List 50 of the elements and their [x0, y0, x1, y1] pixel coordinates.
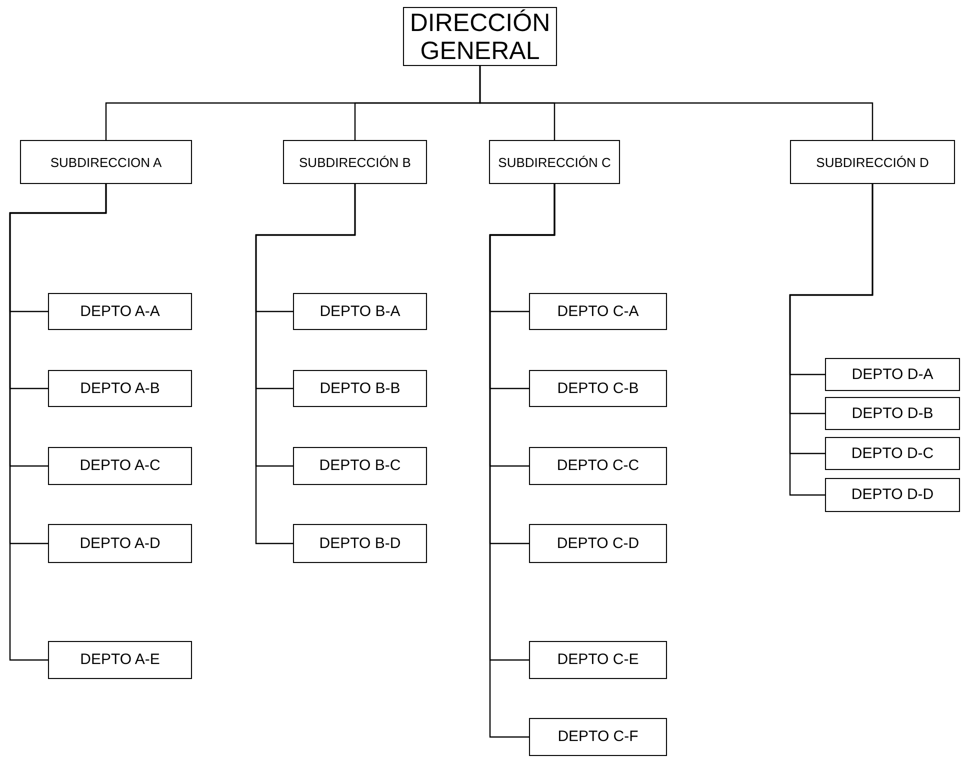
connector-line: [9, 184, 107, 661]
org-box: [790, 140, 955, 184]
org-box: [489, 140, 620, 184]
box-label: SUBDIRECCIÓN D: [816, 154, 929, 170]
box-label: DEPTO A-D: [80, 534, 160, 552]
box-label: DEPTO C-D: [556, 534, 640, 552]
box-label: SUBDIRECCIÓN B: [299, 154, 411, 170]
box-label: DEPTO D-D: [851, 486, 934, 504]
box-label: DEPTO B-C: [319, 457, 401, 475]
box-label: DEPTO A-A: [80, 302, 160, 320]
connector-line: [479, 66, 874, 140]
department-box: [825, 478, 960, 512]
box-label: DEPTO D-B: [852, 404, 934, 422]
box-label: DEPTO C-C: [556, 457, 640, 475]
box-label: DEPTO B-A: [320, 302, 400, 320]
box-label: DEPTO C-B: [557, 380, 639, 398]
box-label: DEPTO C-F: [558, 728, 638, 746]
department-box: [529, 641, 667, 679]
box-label: DEPTO A-B: [80, 380, 160, 398]
department-box: [48, 370, 192, 407]
department-box: [293, 447, 427, 485]
connector-line: [255, 184, 356, 544]
department-box: [529, 370, 667, 407]
department-box: [529, 524, 667, 563]
department-box: [825, 437, 960, 470]
department-box: [293, 524, 427, 563]
org-box: [283, 140, 427, 184]
box-label: SUBDIRECCION A: [50, 154, 162, 170]
department-box: [825, 358, 960, 391]
box-label: DEPTO C-E: [557, 651, 639, 669]
department-box: [529, 447, 667, 485]
department-box: [825, 397, 960, 430]
box-label: DEPTO C-A: [557, 302, 639, 320]
box-label: DEPTO A-C: [80, 457, 160, 475]
department-box: [48, 447, 192, 485]
box-label: DEPTO D-A: [852, 366, 934, 384]
department-box: [529, 718, 667, 756]
department-box: [48, 293, 192, 330]
department-box: [48, 524, 192, 563]
box-label: DEPTO D-C: [851, 444, 934, 462]
department-box: [293, 293, 427, 330]
box-label: DEPTO B-B: [320, 380, 400, 398]
box-label: DEPTO B-D: [319, 534, 401, 552]
department-box: [529, 293, 667, 330]
org-box: [20, 140, 192, 184]
department-box: [293, 370, 427, 407]
box-label: SUBDIRECCIÓN C: [498, 154, 611, 170]
department-box: [48, 641, 192, 679]
box-label: DIRECCIÓN GENERAL: [408, 8, 552, 64]
box-label: DEPTO A-E: [80, 651, 160, 669]
